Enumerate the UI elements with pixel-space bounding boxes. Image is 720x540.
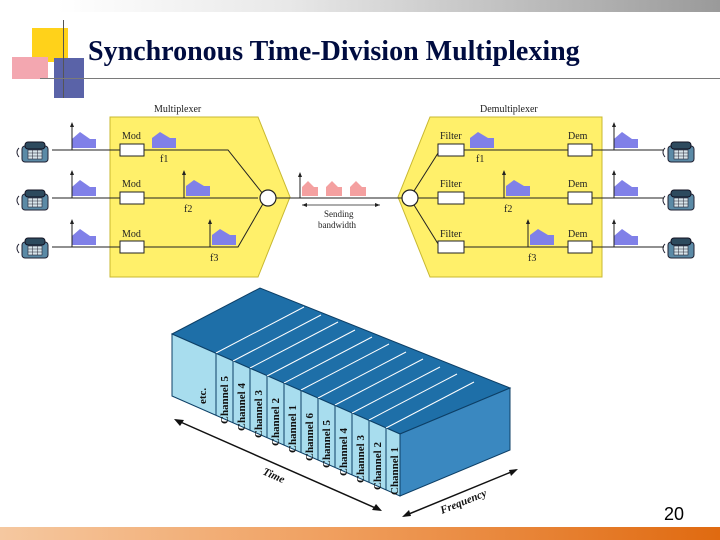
channel-label: Channel 2 bbox=[372, 442, 384, 490]
modulated-pulses bbox=[152, 132, 236, 247]
freq-label-right-2: f2 bbox=[504, 204, 512, 215]
dem-label-3: Dem bbox=[568, 229, 588, 240]
composite-signal bbox=[298, 172, 366, 198]
corner-square-yellow bbox=[32, 28, 68, 62]
filter-label-2: Filter bbox=[440, 179, 462, 190]
freq-label-left-2: f2 bbox=[184, 204, 192, 215]
mod-label-3: Mod bbox=[122, 229, 141, 240]
telephone-icon bbox=[16, 189, 49, 211]
corner-square-pink bbox=[12, 57, 48, 79]
multiplexer-label: Multiplexer bbox=[154, 104, 202, 115]
bandwidth-label-line2: bandwidth bbox=[318, 220, 356, 230]
filtered-pulses bbox=[470, 132, 554, 247]
time-axis bbox=[174, 419, 382, 511]
freq-label-right-3: f3 bbox=[528, 253, 536, 264]
channel-label-etc: etc. bbox=[197, 388, 209, 404]
multiplexer-panel bbox=[109, 116, 291, 278]
time-axis-label: Time bbox=[261, 466, 287, 486]
channel-box-3d: etc. Channel 5 Channel 4 Channel 3 Chann… bbox=[170, 287, 512, 497]
channel-label: Channel 3 bbox=[355, 435, 367, 483]
telephone-icon bbox=[662, 237, 695, 259]
channel-label: Channel 5 bbox=[219, 376, 231, 424]
channel-label: Channel 2 bbox=[270, 398, 282, 446]
channel-label: Channel 5 bbox=[321, 420, 333, 468]
channel-label: Channel 1 bbox=[287, 405, 299, 453]
page-number: 20 bbox=[664, 504, 685, 524]
combiner-circle bbox=[259, 189, 277, 207]
telephone-icon bbox=[662, 141, 695, 163]
freq-label-right-1: f1 bbox=[476, 154, 484, 165]
freq-label-left-1: f1 bbox=[160, 154, 168, 165]
demultiplexer-label: Demultiplexer bbox=[480, 104, 538, 115]
telephone-icon bbox=[662, 189, 695, 211]
splitter-circle bbox=[401, 189, 419, 207]
mod-label-2: Mod bbox=[122, 179, 141, 190]
frequency-axis bbox=[402, 469, 518, 517]
dem-label-2: Dem bbox=[568, 179, 588, 190]
slide-title: Synchronous Time-Division Multiplexing bbox=[88, 36, 580, 67]
channel-label: Channel 6 bbox=[304, 413, 316, 461]
bandwidth-label-line1: Sending bbox=[324, 209, 354, 219]
channel-label: Channel 4 bbox=[338, 428, 350, 476]
mod-label-1: Mod bbox=[122, 131, 141, 142]
channel-label: Channel 4 bbox=[236, 383, 248, 431]
bottom-gradient-bar bbox=[0, 527, 720, 540]
telephone-icon bbox=[16, 237, 49, 259]
input-pulses bbox=[70, 122, 96, 247]
channel-label: Channel 1 bbox=[389, 447, 401, 495]
freq-label-left-3: f3 bbox=[210, 253, 218, 264]
filter-label-1: Filter bbox=[440, 131, 462, 142]
dem-label-1: Dem bbox=[568, 131, 588, 142]
telephone-icon bbox=[16, 141, 49, 163]
filter-label-3: Filter bbox=[440, 229, 462, 240]
corner-vertical-line bbox=[63, 20, 64, 98]
title-underline bbox=[40, 78, 720, 79]
channel-label: Channel 3 bbox=[253, 390, 265, 438]
output-pulses bbox=[612, 122, 638, 247]
top-gradient-bar bbox=[0, 0, 720, 12]
